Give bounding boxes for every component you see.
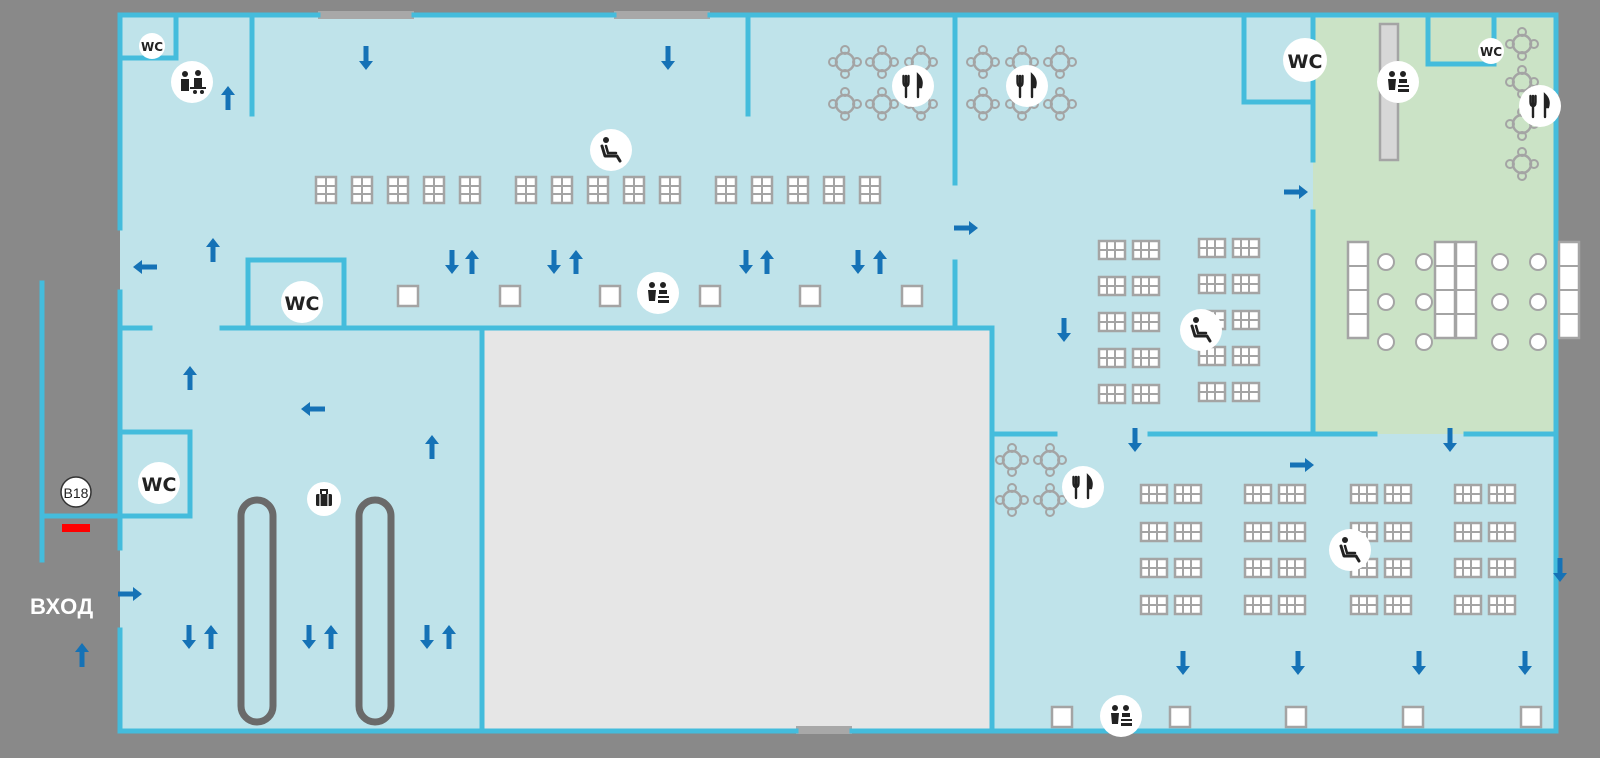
wc-label: WC (1480, 45, 1502, 59)
wc-label: WC (1288, 51, 1323, 73)
information-desk-icon (1377, 61, 1419, 103)
seating-top-row (314, 175, 882, 205)
gate-label: B18 (64, 485, 89, 501)
family-room-icon (170, 60, 214, 104)
fork-knife-icon (1004, 63, 1050, 109)
baggage-carousels (237, 496, 395, 726)
seat-icon (588, 127, 634, 173)
wc-icon (281, 281, 323, 323)
restricted-area (484, 330, 992, 732)
wc-label: WC (285, 293, 320, 315)
seat-icon (1327, 527, 1373, 573)
baggage-icon (306, 481, 342, 517)
fork-knife-icon (1517, 83, 1563, 129)
wc-label: WC (141, 40, 163, 54)
wc-icon (1283, 38, 1327, 82)
wc-icon (1478, 38, 1504, 64)
information-desk-icon (1100, 695, 1142, 737)
entrance-label: ВХОД (30, 594, 94, 619)
wc-label: WC (142, 474, 177, 496)
lounge-area (1313, 18, 1556, 434)
fork-knife-icon (890, 63, 936, 109)
gate-marker (62, 524, 90, 532)
gate-badge (60, 476, 92, 508)
fork-knife-icon (1060, 464, 1106, 510)
wc-icon (138, 462, 180, 504)
information-desk-icon (637, 272, 679, 314)
seat-icon (1178, 307, 1224, 353)
wc-icon (139, 33, 165, 59)
walls (39, 12, 1559, 734)
